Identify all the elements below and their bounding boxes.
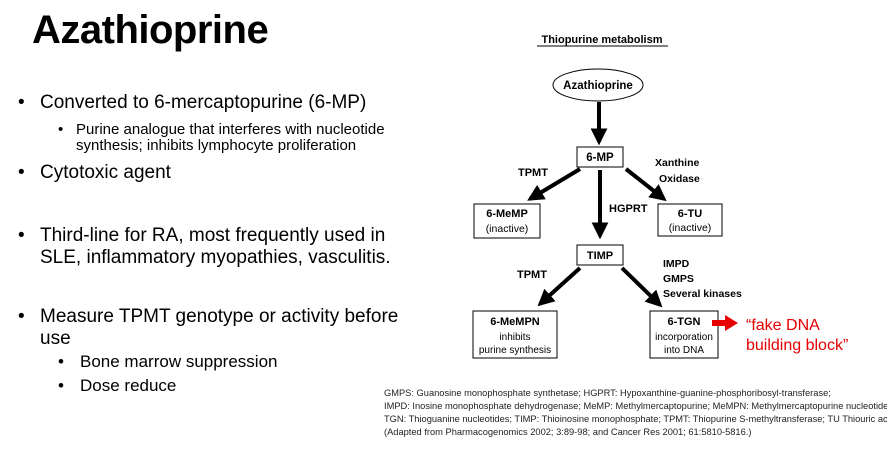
enzyme-impd: IMPD bbox=[663, 258, 690, 270]
bullet-dot: • bbox=[58, 352, 64, 371]
bullet-dot: • bbox=[18, 162, 25, 183]
callout-line2: building block” bbox=[746, 337, 848, 354]
bullet-text: Third-line for RA, most frequently used … bbox=[40, 225, 391, 268]
arrow-6mp-to-6tu bbox=[624, 167, 667, 202]
node-6tgn-line2: into DNA bbox=[664, 345, 704, 356]
sub-bullet-text: Purine analogue that interferes with nuc… bbox=[76, 121, 385, 154]
arrow-6mp-to-6memp bbox=[527, 167, 582, 201]
node-6tu bbox=[657, 203, 723, 237]
enzyme-tpmt-top: TPMT bbox=[518, 167, 548, 179]
enzyme-gmps: GMPS bbox=[663, 273, 694, 285]
node-6tu-note: (inactive) bbox=[669, 222, 712, 234]
bullet-dot: • bbox=[58, 376, 64, 395]
bullet-text: Cytotoxic agent bbox=[40, 162, 171, 183]
node-6mp bbox=[576, 146, 624, 168]
slide-title: Azathioprine bbox=[32, 8, 269, 52]
node-6mempn-line1: inhibits bbox=[499, 332, 530, 343]
sub-bullet-text: Bone marrow suppression bbox=[80, 352, 278, 371]
node-6mempn-name: 6-MeMPN bbox=[490, 316, 540, 328]
bullet-text: Converted to 6-mercaptopurine (6-MP) bbox=[40, 92, 367, 113]
bullet-dot: • bbox=[18, 306, 25, 327]
node-azathioprine bbox=[552, 68, 644, 102]
node-6tgn bbox=[649, 310, 719, 359]
bullet-dot: • bbox=[18, 92, 25, 113]
node-timp bbox=[576, 244, 624, 266]
legend-line: TGN: Thioguanine nucleotides; TIMP: Thio… bbox=[384, 414, 887, 424]
legend-line: IMPD: Inosine monophosphate dehydrogenas… bbox=[384, 401, 887, 411]
node-azathioprine-label: Azathioprine bbox=[563, 80, 633, 92]
node-6mempn-line2: purine synthesis bbox=[479, 345, 551, 356]
enzyme-hgprt: HGPRT bbox=[609, 203, 648, 215]
node-6tu-name: 6-TU bbox=[678, 208, 703, 220]
enzyme-kinases: Several kinases bbox=[663, 288, 742, 300]
node-6mempn bbox=[472, 310, 558, 359]
node-6memp-name: 6-MeMP bbox=[486, 208, 528, 220]
node-timp-label: TIMP bbox=[587, 250, 613, 262]
arrow-timp-to-6tgn bbox=[620, 266, 663, 308]
diagram-title: Thiopurine metabolism bbox=[541, 34, 662, 46]
bullet-text: Measure TPMT genotype or activity before… bbox=[40, 306, 399, 349]
node-6memp bbox=[473, 203, 541, 239]
diagram-legend: GMPS: Guanosine monophosphate synthetase… bbox=[384, 387, 887, 439]
callout-arrow bbox=[712, 315, 738, 331]
enzyme-tpmt-bottom: TPMT bbox=[517, 269, 547, 281]
node-6mp-label: 6-MP bbox=[586, 152, 614, 164]
node-6memp-note: (inactive) bbox=[486, 223, 529, 235]
arrow-timp-to-6mempn bbox=[537, 266, 582, 307]
enzyme-xanthine: Xanthine bbox=[655, 157, 699, 169]
sub-bullet-text: Dose reduce bbox=[80, 376, 177, 395]
bullet-dot: • bbox=[18, 225, 25, 246]
legend-line: GMPS: Guanosine monophosphate synthetase… bbox=[384, 388, 831, 398]
node-6tgn-line1: incorporation bbox=[655, 332, 713, 343]
callout-line1: “fake DNA bbox=[746, 317, 820, 334]
bullet-dot: • bbox=[58, 121, 64, 138]
legend-line: (Adapted from Pharmacogenomics 2002; 3:8… bbox=[384, 427, 752, 437]
enzyme-oxidase: Oxidase bbox=[659, 173, 700, 185]
node-6tgn-name: 6-TGN bbox=[668, 316, 701, 328]
